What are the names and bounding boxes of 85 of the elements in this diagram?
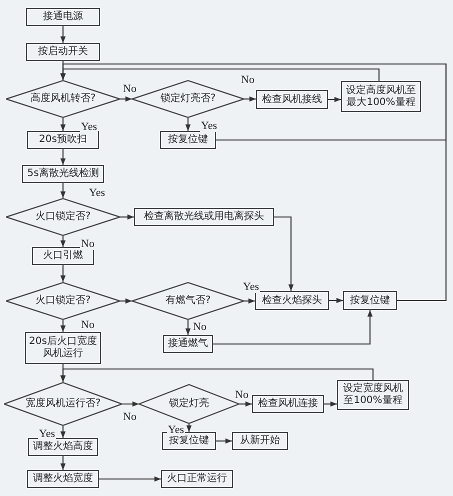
edge-label: Yes (88, 187, 106, 199)
node-text: 设定高度风机至最大100%量程 (345, 84, 417, 108)
process-box (134, 208, 274, 226)
node-text: 从新开始 (240, 435, 280, 447)
flow-arrow (120, 214, 134, 220)
flow-arrow (329, 298, 343, 304)
node-text: 调整火焰宽度 (33, 473, 93, 485)
node-text: 20s预吹扫 (39, 134, 87, 146)
edge-label: No (122, 83, 138, 95)
node-text: 火口锁定否? (35, 211, 91, 223)
edge-label: Yes (167, 424, 186, 436)
edge-label: No (80, 319, 96, 331)
flow-arrow (185, 118, 191, 131)
flow-arrow (60, 236, 66, 247)
flow-arrow (120, 96, 132, 102)
node-text: 检查风机接线 (262, 94, 322, 106)
flow-arrow (213, 310, 373, 345)
node-text: 火口锁定否? (35, 295, 91, 307)
flow-arrow (99, 476, 161, 482)
process-box (161, 470, 233, 488)
node-text: 有燃气否? (165, 295, 211, 307)
node-text: 火口引燃 (43, 250, 83, 262)
node-text: 检查离散光线或用电离探头 (144, 211, 264, 223)
flow-arrow (185, 320, 191, 335)
edge-label: Yes (242, 281, 260, 293)
flow-arrow (60, 26, 66, 43)
flow-arrow (244, 298, 255, 304)
node-text: 检查火焰探头 (262, 294, 322, 306)
process-box (256, 90, 328, 109)
process-box (26, 8, 100, 26)
edge-label: Yes (38, 428, 56, 440)
process-box (337, 380, 409, 410)
decision-diamond (4, 382, 122, 426)
flow-arrow (60, 426, 66, 438)
decision-diamond (6, 282, 120, 320)
edge-label: No (80, 238, 96, 250)
flow-arrow (60, 183, 66, 198)
decision-diamond (6, 198, 120, 236)
flow-arrow (60, 118, 66, 131)
node-text: 火口正常运行 (167, 473, 227, 485)
process-box (232, 432, 288, 450)
node-text: 5s离散光线检测 (27, 168, 99, 180)
node-text: 宽度风机运行否? (25, 398, 101, 410)
edge-label: No (234, 389, 250, 401)
node-text: 锁定灯亮否? (160, 93, 216, 105)
node-text: 按启动开关 (38, 46, 88, 58)
decision-diamond (6, 80, 120, 118)
edge-label: No (192, 321, 208, 333)
process-box (163, 335, 213, 353)
edge-label: No (122, 411, 138, 423)
node-text: 检查风机连接 (258, 398, 318, 410)
flow-arrow (60, 456, 66, 470)
flow-arrow (328, 96, 341, 102)
process-box (27, 470, 99, 488)
node-text: 按复位键 (168, 134, 208, 146)
flow-arrow (216, 438, 232, 444)
process-box (22, 165, 104, 183)
flow-arrow (122, 401, 139, 407)
node-text: 调整火焰高度 (33, 441, 93, 453)
node-text: 高度风机转否? (30, 93, 96, 105)
node-text: 锁定灯亮 (169, 398, 209, 410)
flow-arrow (324, 401, 337, 407)
node-text: 接通燃气 (168, 338, 208, 350)
flow-arrow (120, 298, 132, 304)
decision-diamond (132, 282, 244, 320)
flow-arrow (60, 320, 66, 332)
process-box (26, 43, 100, 61)
edge-label: Yes (200, 120, 218, 132)
flow-arrow (186, 424, 192, 432)
node-text: 20s后火口宽度风机运行 (28, 336, 98, 360)
flow-arrow (244, 96, 256, 102)
flow-arrow (60, 368, 374, 382)
edge-label: Yes (80, 121, 98, 133)
process-box (252, 395, 324, 413)
flow-arrow (60, 63, 447, 302)
flow-arrow (274, 216, 294, 291)
flow-arrow (60, 265, 66, 282)
flow-arrow (60, 149, 66, 165)
process-box (255, 291, 329, 310)
edge-label: No (240, 74, 256, 86)
node-text: 接通电源 (43, 11, 83, 23)
flow-arrow (239, 401, 252, 407)
process-box (343, 291, 397, 310)
node-text: 按复位键 (350, 294, 390, 306)
node-text: 设定宽度风机至100%量程 (342, 383, 404, 407)
